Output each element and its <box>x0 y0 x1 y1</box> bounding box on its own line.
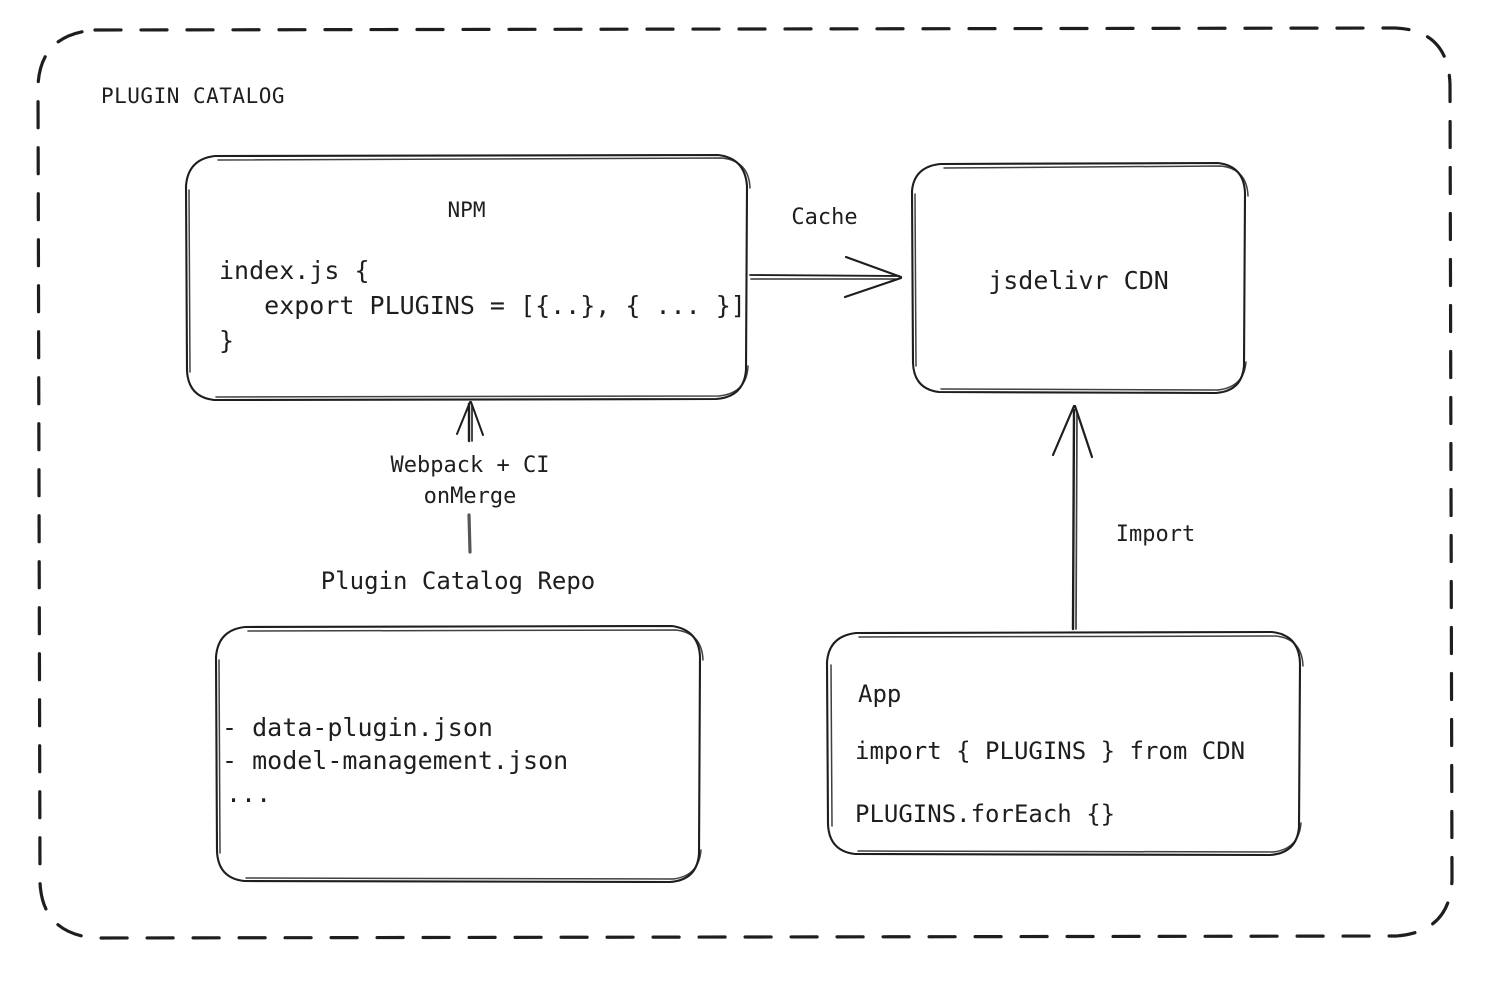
build-edge-label-line2: onMerge <box>423 484 517 509</box>
cache-edge-label: Cache <box>791 205 858 230</box>
repo-item-3: ... <box>226 779 272 808</box>
npm-code-line-3: } <box>219 326 235 355</box>
import-edge-label: Import <box>1115 522 1196 547</box>
build-edge-label-line1: Webpack + CI <box>390 453 550 478</box>
cdn-node-title: jsdelivr CDN <box>988 266 1169 295</box>
app-code-line-2: PLUGINS.forEach {} <box>855 800 1116 828</box>
import-arrow <box>1051 404 1094 631</box>
plugin-catalog-title: PLUGIN CATALOG <box>101 84 286 108</box>
npm-code-line-2: export PLUGINS = [{..}, { ... }] <box>219 291 746 320</box>
repo-item-2: - model-management.json <box>222 746 569 775</box>
npm-node-title: NPM <box>447 198 486 222</box>
repo-node-caption: Plugin Catalog Repo <box>320 567 596 595</box>
npm-code-line-1: index.js { <box>219 256 370 285</box>
app-node-title: App <box>858 680 902 708</box>
repo-item-1: - data-plugin.json <box>222 713 493 742</box>
app-code-line-1: import { PLUGINS } from CDN <box>855 737 1246 765</box>
cache-arrow <box>749 255 903 299</box>
